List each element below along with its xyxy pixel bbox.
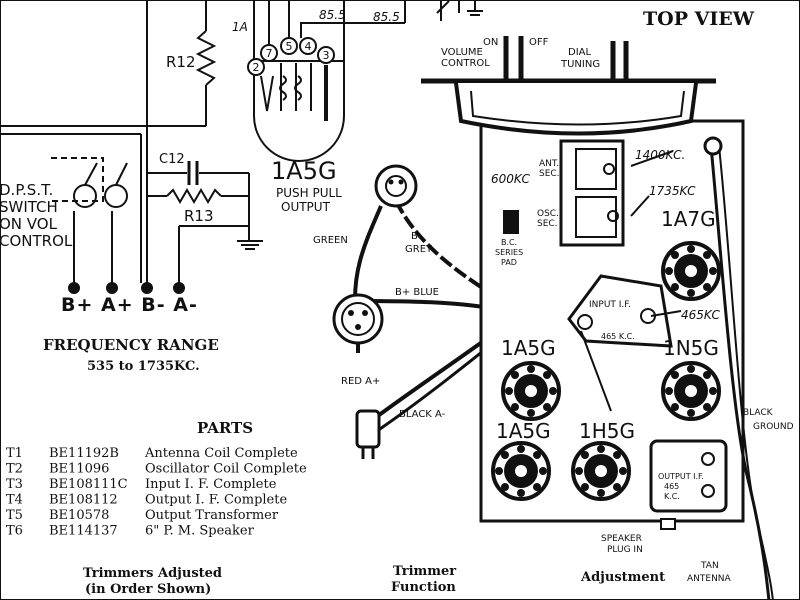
cable-label-grey: GREY xyxy=(405,244,433,255)
tube-desc-line: PUSH PULL xyxy=(276,186,342,200)
socket-1a5g-a xyxy=(501,361,561,421)
output-if-line: OUTPUT I.F. xyxy=(658,472,704,481)
pin-number: 2 xyxy=(253,61,260,74)
parts-heading: PARTS xyxy=(197,419,253,437)
pin-number: 5 xyxy=(286,40,293,53)
tube-desc-line: OUTPUT xyxy=(281,200,331,214)
part-ref: T2 xyxy=(6,462,23,477)
part-code: BE11192B xyxy=(49,446,119,461)
part-description: 6" P. M. Speaker xyxy=(145,524,255,539)
battery-terminals: B+ A+ B- A- xyxy=(61,294,198,316)
switch-label-line: ON VOL xyxy=(1,215,58,233)
speaker-plug-line: PLUG IN xyxy=(607,545,643,555)
bc-pad-line: PAD xyxy=(501,258,517,267)
frequency-range: 535 to 1735KC. xyxy=(87,359,200,374)
part-description: Antenna Coil Complete xyxy=(144,446,298,461)
r12-label: R12 xyxy=(166,53,196,71)
voltage-label: 85.5 xyxy=(319,8,346,22)
part-ref: T1 xyxy=(6,446,23,461)
freq-465kc: 465KC xyxy=(681,308,720,322)
part-ref: T3 xyxy=(6,477,23,492)
r13-label: R13 xyxy=(184,207,214,225)
freq-600kc: 600KC xyxy=(491,172,530,186)
input-if-line: INPUT I.F. xyxy=(589,300,631,310)
output-if-line: 465 xyxy=(664,482,679,491)
bc-pad-line: B.C. xyxy=(501,238,517,247)
part-ref: T4 xyxy=(6,493,23,508)
chassis xyxy=(421,36,774,599)
tube-label-1a5g-a: 1A5G xyxy=(501,336,556,360)
footer-function-line: Function xyxy=(391,580,456,595)
part-ref: T5 xyxy=(6,508,23,523)
pin-number: 3 xyxy=(323,49,330,62)
tube-label-1n5g: 1N5G xyxy=(663,336,719,360)
footer-adjustment: Adjustment xyxy=(580,570,665,585)
input-if-line: 465 K.C. xyxy=(601,332,635,341)
footer-function-line: Trimmer xyxy=(393,564,456,579)
plug-top xyxy=(374,164,418,208)
pin-number: 4 xyxy=(305,40,312,53)
view-title: TOP VIEW xyxy=(643,8,755,30)
socket-1n5g xyxy=(661,361,721,421)
switch-label-line: CONTROL xyxy=(1,232,73,250)
freq-1400kc: 1400KC. xyxy=(635,148,685,162)
freq-1735kc: 1735KC xyxy=(649,184,696,198)
footer-trimmers-line: (in Order Shown) xyxy=(85,582,211,597)
output-if-line: K.C. xyxy=(664,492,680,501)
coil-osc-line: OSC. xyxy=(537,209,559,219)
c12-label: C12 xyxy=(159,152,185,167)
cable-label-red-a-plus: RED A+ xyxy=(341,376,380,387)
part-description: Output I. F. Complete xyxy=(145,493,287,508)
socket-1a5g-b xyxy=(491,441,551,501)
black-ground-line: GROUND xyxy=(753,422,794,432)
pin-number: 7 xyxy=(266,47,273,60)
part-ref: T6 xyxy=(6,524,23,539)
tube-name: 1A5G xyxy=(271,157,337,185)
coil-ant-line: SEC. xyxy=(539,169,560,179)
footer-trimmers-line: Trimmers Adjusted xyxy=(83,566,222,581)
chassis-off-label: OFF xyxy=(529,37,549,48)
coil-ant-line: ANT. xyxy=(539,159,559,169)
tube-label-1a5g-b: 1A5G xyxy=(496,419,551,443)
black-ground-line: BLACK xyxy=(743,408,774,418)
tan-antenna-line: TAN xyxy=(700,561,719,571)
part-description: Output Transformer xyxy=(145,508,279,523)
plug-green xyxy=(332,293,384,353)
part-code: BE108111C xyxy=(49,477,128,492)
plug-battery xyxy=(355,409,381,459)
socket-1a7g xyxy=(661,241,721,301)
part-description: Input I. F. Complete xyxy=(145,477,277,492)
tube-label-1a7g: 1A7G xyxy=(661,207,716,231)
tube-label-1h5g: 1H5G xyxy=(579,419,635,443)
cable-label-b-minus: B- xyxy=(411,231,422,242)
part-code: BE11096 xyxy=(49,462,109,477)
part-code: BE108112 xyxy=(49,493,118,508)
tan-antenna-line: ANTENNA xyxy=(687,574,732,584)
chassis-volume-line: VOLUME xyxy=(441,47,483,58)
speaker-plug-line: SPEAKER xyxy=(601,534,642,544)
voltage-label: 85.5 xyxy=(373,10,400,24)
bc-pad-line: SERIES xyxy=(495,248,523,257)
frequency-label: FREQUENCY RANGE xyxy=(43,336,219,354)
cable-label-b-plus-blue: B+ BLUE xyxy=(395,287,439,298)
chassis-dial-line: TUNING xyxy=(560,59,600,70)
chassis-dial-line: DIAL xyxy=(568,47,591,58)
chassis-volume-line: CONTROL xyxy=(441,58,490,69)
part-code: BE114137 xyxy=(49,524,118,539)
chassis-on-label: ON xyxy=(483,37,498,48)
part-description: Oscillator Coil Complete xyxy=(145,462,307,477)
part-code: BE10578 xyxy=(49,508,109,523)
cable-label-green: GREEN xyxy=(313,235,348,246)
pin-label: 1A xyxy=(232,20,248,34)
coil-osc-line: SEC. xyxy=(537,219,558,229)
schematic-left xyxy=(1,1,483,294)
cable-label-black-a-minus: BLACK A- xyxy=(399,409,446,420)
switch-label-line: SWITCH xyxy=(1,198,58,216)
switch-label-line: D.P.S.T. xyxy=(1,181,53,199)
socket-1h5g xyxy=(571,441,631,501)
